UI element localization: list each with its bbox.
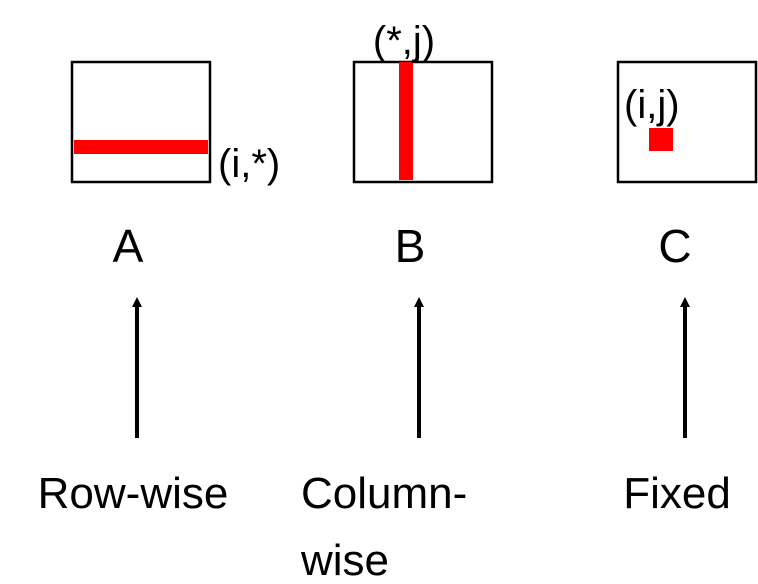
matrix-b-access-label-line-1: Column- [301, 469, 467, 518]
matrix-b: (*,j) B Column- wise [300, 19, 494, 584]
matrix-a-box [70, 60, 212, 184]
matrix-b-access-label-line-2: wise [300, 536, 389, 584]
matrix-a-row-highlight [74, 140, 208, 154]
matrix-b-box [352, 60, 494, 184]
matrix-c-access-label: Fixed [623, 469, 731, 518]
matrix-c-name: C [658, 220, 691, 272]
matrix-c-cell-highlight [649, 128, 673, 151]
matrix-a-name: A [113, 220, 144, 272]
matrix-a-index-label: (i,*) [218, 142, 280, 186]
matrix-b-name: B [395, 220, 426, 272]
matrix-a-access-label: Row-wise [38, 469, 229, 518]
matrix-c: (i,j) C Fixed [616, 60, 758, 518]
matrix-b-index-label: (*,j) [373, 19, 435, 63]
matrix-c-index-label: (i,j) [624, 83, 680, 127]
matrix-a: (i,*) A Row-wise [38, 60, 280, 518]
matrix-b-column-highlight [399, 62, 413, 180]
matrix-c-box [616, 60, 758, 184]
